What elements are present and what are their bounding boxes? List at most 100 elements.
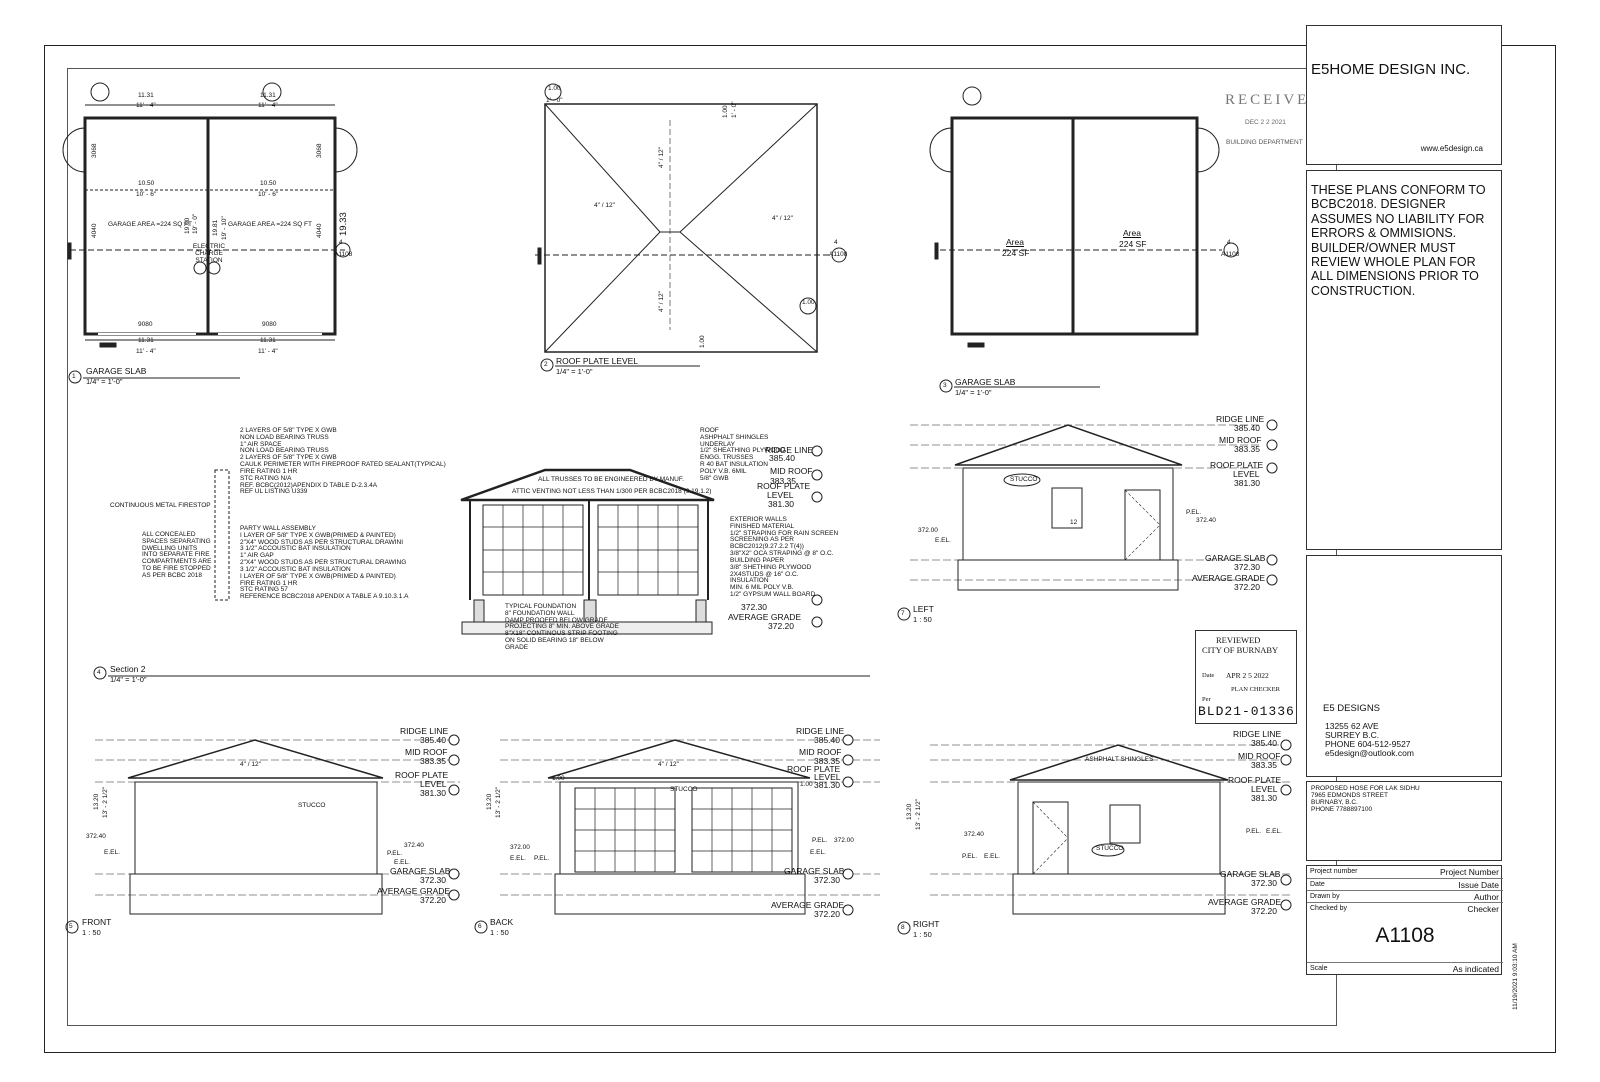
back-eel-label-right: E.EL. [810, 849, 826, 856]
project-line3: BURNABY, B.C. [1311, 799, 1358, 806]
field-value: Project Number [1439, 867, 1499, 877]
note-line: NON LOAD BEARING TRUSS [240, 433, 329, 441]
review-stamp-title: REVIEWED [1216, 635, 1261, 645]
note-line: 1" AIR SPACE [240, 440, 282, 448]
note-line: UNDERLAY [700, 440, 735, 448]
tb-project-panel: PROPOSED HOSE FOR LAK SIDHU 7965 EDMONDS… [1306, 781, 1502, 861]
plan1-area-right: GARAGE AREA =224 SQ FT [228, 221, 312, 228]
note-line: STC RATING 57 [240, 586, 288, 594]
note-line: ASHPHALT SHINGLES [700, 433, 769, 441]
right-stucco-tag: STUCCO [1096, 845, 1124, 852]
note-line: NON LOAD BEARING TRUSS [240, 447, 329, 455]
view-2-number: 2 [544, 361, 548, 368]
left-eel-label: E.EL. [935, 537, 951, 544]
left-mid-label: MID ROOF [1219, 435, 1262, 445]
elevation-left-linework [897, 424, 1260, 621]
firm-website: www.e5design.ca [1420, 144, 1483, 153]
back-eel-value-right: 372.00 [834, 837, 854, 844]
note-line: I LAYER OF 5/8" TYPE X GWB(PRIMED & PAIN… [240, 531, 396, 539]
left-plate-value: 381.30 [1234, 478, 1260, 488]
front-ridge-label: RIDGE LINE [400, 726, 449, 736]
plan1-ev-station: ELECTRIC CHARGE STATION [192, 243, 226, 264]
front-eel-label: E.EL. [104, 849, 120, 856]
sec-plate-value: 381.30 [768, 499, 794, 509]
plan1-dim-top-right: 11.31 [260, 92, 276, 99]
note-line: 1/2" GYPSUM WALL BOARD [730, 590, 816, 598]
note-line: POLY V.B. 6MIL [700, 467, 747, 475]
back-slab-value: 372.30 [814, 875, 840, 885]
roof-overhang-bottom: 1.00 [699, 335, 706, 348]
note-line: 3/8" SHETHING PLYWOOD [730, 563, 812, 571]
note-line: INSULATION [730, 577, 769, 585]
back-mid-label: MID ROOF [799, 747, 842, 757]
note-line: MIN. 6 MIL POLY V.B. [730, 584, 794, 592]
left-eel-value: 372.00 [918, 527, 938, 534]
field-key: Date [1310, 881, 1325, 888]
view-7-number: 7 [901, 610, 905, 617]
plan1-dim-bottom-left-ft: 11' - 4" [136, 348, 156, 355]
left-pel-label: P.EL. [1186, 509, 1202, 516]
left-plate-label: ROOF PLATE [1210, 460, 1264, 470]
note-line: ROOF [700, 427, 719, 434]
review-stamp-date: APR 2 5 2022 [1226, 671, 1269, 680]
plan1-dim-bottom-right: 11.31 [260, 337, 276, 344]
received-stamp-title: RECEIVED [1225, 92, 1324, 108]
back-mid-value: 383.35 [814, 756, 840, 766]
exterior-wall-notes: EXTERIOR WALLS FINISHED MATERIAL 1/2" ST… [730, 516, 838, 599]
note-line: 3 1/2" ACCOUSTIC BAT INSULATION [240, 565, 351, 573]
view-5-scale: 1 : 50 [82, 928, 101, 937]
back-plate-label: ROOF PLATE [787, 764, 841, 774]
field-project-number: Project number Project Number [1307, 866, 1503, 878]
back-height: 13.20 [486, 793, 493, 810]
note-line: INTO SEPARATE FIRE [142, 551, 210, 559]
foundation-notes: TYPICAL FOUNDATION 8" FOUNDATION WALL DA… [505, 603, 619, 652]
plan1-door-left: 9080 [138, 321, 153, 328]
field-value: As indicated [1452, 964, 1499, 974]
disclaimer-text: THESE PLANS CONFORM TO BCBC2018. DESIGNE… [1311, 183, 1486, 298]
front-pel-label-right: P.EL. [387, 850, 403, 857]
view-6-scale: 1 : 50 [490, 928, 509, 937]
left-mid-value: 383.35 [1234, 444, 1260, 454]
back-stucco-tag: STUCCO [670, 786, 698, 793]
right-slab-label: GARAGE SLAB [1220, 869, 1281, 879]
back-slab-label: GARAGE SLAB [784, 866, 845, 876]
roof-overhang-top: 1.00 [722, 105, 729, 118]
front-mid-value: 383.35 [420, 756, 446, 766]
view-2-scale: 1/4" = 1'-0" [556, 367, 593, 376]
back-pel-label: P.EL. [534, 855, 550, 862]
roof-elev-tag-ft: 1' - 0" [546, 97, 563, 104]
note-line: STC RATING N/A [240, 474, 292, 482]
view-6-title: BACK [490, 917, 514, 927]
contact-address1: 13255 62 AVE [1325, 721, 1379, 731]
review-stamp-per: Per [1202, 696, 1211, 703]
back-ridge-label: RIDGE LINE [796, 726, 845, 736]
front-plate-label: ROOF PLATE [395, 770, 449, 780]
front-plate-label2: LEVEL [420, 779, 447, 789]
sec-plate-label: ROOF PLATE [757, 481, 811, 491]
back-grade-label: AVERAGE GRADE [771, 900, 845, 910]
front-ridge-value: 385.40 [420, 735, 446, 745]
title-block: E5HOME DESIGN INC. www.e5design.ca THESE… [1306, 25, 1504, 975]
roof-elev-tag-2: 1.00 [802, 299, 815, 306]
view-3-scale: 1/4" = 1'-0" [955, 388, 992, 397]
field-key: Project number [1310, 868, 1358, 875]
sec-mid-label: MID ROOF [770, 466, 813, 476]
view-8-scale: 1 : 50 [913, 930, 932, 939]
back-elev-tag-left: 1.00 [552, 775, 565, 782]
plan-1-linework [62, 82, 358, 384]
front-pel-value-right: 372.40 [404, 842, 424, 849]
front-plate-value: 381.30 [420, 788, 446, 798]
view-4-number: 4 [97, 669, 101, 676]
note-line: BCBC2012(9.27.2.2 T(4)) [730, 543, 804, 551]
plan1-dim-19-00-ft: 19' - 0" [192, 213, 199, 234]
note-line: 3/8"X2" OCA STRAPING @ 8" O.C. [730, 550, 834, 558]
note-line: 2 LAYERS OF 5/8" TYPE X GWB [240, 454, 337, 462]
project-line2: 7965 EDMONDS STREET [1311, 792, 1388, 799]
party-wall-notes: PARTY WALL ASSEMBLY I LAYER OF 5/8" TYPE… [240, 525, 408, 601]
front-pitch: 4" / 12" [240, 761, 261, 768]
plan1-dim-19-81: 19.81 [212, 219, 219, 236]
right-ridge-value: 385.40 [1251, 738, 1277, 748]
